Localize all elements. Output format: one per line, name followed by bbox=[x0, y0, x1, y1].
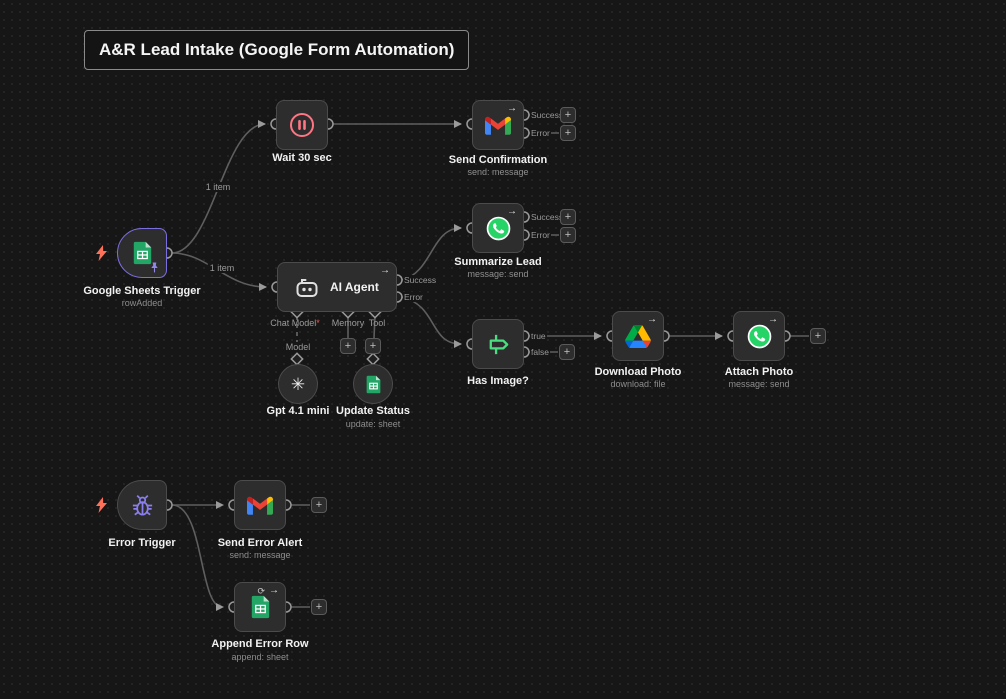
node-label: Error Trigger bbox=[108, 537, 176, 549]
node-google-sheets-trigger[interactable] bbox=[117, 228, 167, 278]
gmail-icon bbox=[247, 496, 273, 515]
required-asterisk: * bbox=[316, 318, 320, 328]
input-arrow bbox=[216, 603, 224, 611]
edge-label-items: 1 item bbox=[203, 182, 233, 192]
add-node-button[interactable]: + bbox=[311, 599, 327, 615]
ai-agent-inner-label: AI Agent bbox=[330, 280, 379, 294]
input-arrow bbox=[454, 340, 462, 348]
open-node-arrow-icon[interactable]: → bbox=[380, 265, 390, 276]
trigger-bolt-icon bbox=[96, 497, 107, 513]
node-append-error-row[interactable]: → ⟳ bbox=[234, 582, 286, 632]
output-label-error: Error bbox=[403, 292, 424, 302]
output-label-error: Error bbox=[530, 128, 551, 138]
update-top-port[interactable] bbox=[366, 352, 380, 366]
if-signpost-icon bbox=[489, 334, 508, 354]
openai-icon: ✳ bbox=[290, 374, 306, 394]
output-label-success: Success bbox=[403, 275, 438, 285]
output-label-true: true bbox=[530, 331, 547, 341]
google-drive-icon bbox=[625, 324, 651, 348]
node-gpt-model[interactable]: ✳ bbox=[278, 364, 318, 404]
node-label: Gpt 4.1 mini bbox=[266, 405, 330, 417]
node-sublabel: send: message bbox=[229, 550, 291, 560]
input-arrow bbox=[258, 120, 266, 128]
node-wait[interactable] bbox=[276, 100, 328, 150]
tool-connector-label: Tool bbox=[368, 318, 386, 328]
node-send-confirmation[interactable]: → bbox=[472, 100, 524, 150]
input-arrow bbox=[715, 332, 723, 340]
input-arrow bbox=[259, 283, 267, 291]
node-download-photo[interactable]: → bbox=[612, 311, 664, 361]
node-label: Send Error Alert bbox=[217, 537, 303, 549]
add-node-button[interactable]: + bbox=[560, 209, 576, 225]
input-arrow bbox=[454, 224, 462, 232]
node-label: Append Error Row bbox=[211, 638, 309, 650]
gpt-top-port[interactable] bbox=[290, 352, 304, 366]
open-node-arrow-icon[interactable]: → bbox=[507, 103, 517, 114]
pause-icon bbox=[290, 113, 314, 137]
pin-icon bbox=[151, 262, 158, 273]
open-node-arrow-icon[interactable]: → bbox=[507, 206, 517, 217]
input-arrow bbox=[594, 332, 602, 340]
node-sublabel: append: sheet bbox=[231, 652, 289, 662]
node-ai-agent[interactable]: → AI Agent bbox=[277, 262, 397, 312]
add-node-button[interactable]: + bbox=[560, 107, 576, 123]
output-label-success: Success bbox=[530, 110, 565, 120]
node-summarize-lead[interactable]: → bbox=[472, 203, 524, 253]
node-label: Google Sheets Trigger bbox=[83, 285, 201, 297]
add-node-button[interactable]: + bbox=[560, 227, 576, 243]
output-label-success: Success bbox=[530, 212, 565, 222]
edge-errortrigger-to-append[interactable] bbox=[171, 504, 223, 608]
input-arrow bbox=[216, 501, 224, 509]
node-label: Download Photo bbox=[594, 366, 682, 378]
edge-agent-error-to-hasimage[interactable] bbox=[401, 296, 462, 345]
add-node-button[interactable]: + bbox=[311, 497, 327, 513]
node-sublabel: message: send bbox=[467, 269, 529, 279]
node-label: Send Confirmation bbox=[448, 154, 548, 166]
node-attach-photo[interactable]: → bbox=[733, 311, 785, 361]
google-sheets-icon bbox=[133, 241, 151, 265]
whatsapp-icon bbox=[486, 216, 510, 240]
node-sublabel: message: send bbox=[728, 379, 790, 389]
gmail-icon bbox=[485, 116, 511, 135]
robot-icon bbox=[296, 278, 318, 297]
output-label-error: Error bbox=[530, 230, 551, 240]
memory-connector-label: Memory bbox=[331, 318, 365, 328]
node-label: Summarize Lead bbox=[454, 256, 542, 268]
add-node-button[interactable]: + bbox=[560, 125, 576, 141]
add-memory-button[interactable]: + bbox=[340, 338, 356, 354]
node-label: Wait 30 sec bbox=[272, 152, 332, 164]
edge-label-model: Model bbox=[283, 342, 313, 352]
node-update-status[interactable] bbox=[353, 364, 393, 404]
input-arrow bbox=[454, 120, 462, 128]
chat-model-connector-label: Chat Model* bbox=[270, 318, 320, 328]
bug-icon bbox=[132, 494, 152, 516]
node-error-trigger[interactable] bbox=[117, 480, 167, 530]
edge-label-items: 1 item bbox=[207, 263, 237, 273]
open-node-arrow-icon[interactable]: → bbox=[768, 314, 778, 325]
node-label: Update Status bbox=[336, 405, 410, 417]
google-sheets-icon bbox=[366, 375, 380, 393]
trigger-bolt-icon bbox=[96, 245, 107, 261]
retry-icon: ⟳ bbox=[257, 586, 265, 596]
add-node-button[interactable]: + bbox=[810, 328, 826, 344]
add-node-button[interactable]: + bbox=[559, 344, 575, 360]
node-sublabel: download: file bbox=[610, 379, 666, 389]
node-send-error-alert[interactable] bbox=[234, 480, 286, 530]
node-has-image[interactable] bbox=[472, 319, 524, 369]
open-node-arrow-icon[interactable]: → bbox=[647, 314, 657, 325]
whatsapp-icon bbox=[747, 324, 771, 348]
node-sublabel: rowAdded bbox=[121, 298, 163, 308]
workflow-title[interactable]: A&R Lead Intake (Google Form Automation) bbox=[84, 30, 470, 70]
node-label: Attach Photo bbox=[724, 366, 794, 378]
add-tool-button[interactable]: + bbox=[365, 338, 381, 354]
open-node-arrow-icon[interactable]: → bbox=[269, 585, 279, 596]
node-sublabel: update: sheet bbox=[345, 419, 401, 429]
node-label: Has Image? bbox=[467, 375, 529, 387]
google-sheets-icon bbox=[251, 595, 269, 619]
output-label-false: false bbox=[530, 347, 550, 357]
node-sublabel: send: message bbox=[467, 167, 529, 177]
edge-agent-success-to-summarize[interactable] bbox=[401, 227, 462, 281]
